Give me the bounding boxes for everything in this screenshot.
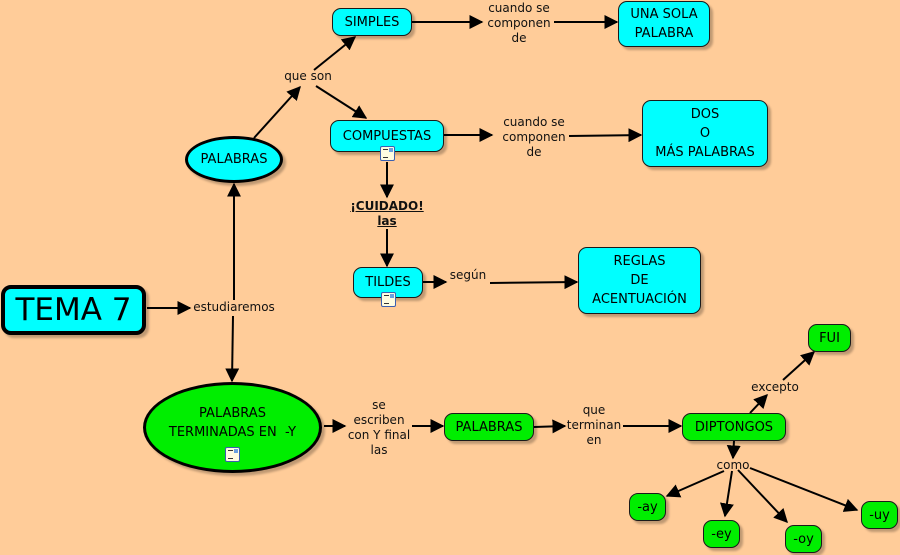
node-una-sola-line-2: PALABRA: [634, 26, 694, 41]
note-icon[interactable]: [381, 292, 396, 307]
link-como-uy: [749, 467, 859, 512]
link-excepto-fui: [782, 351, 816, 381]
node-reglas-de-acentuacion[interactable]: REGLAS DE ACENTUACIÓN: [578, 247, 701, 314]
link-label-segun-text: según: [449, 268, 487, 282]
link-cuando-dosomas: [568, 128, 643, 143]
node-una-sola-palabra[interactable]: UNA SOLA PALABRA: [618, 1, 710, 47]
link-label-como: como: [713, 458, 753, 473]
node-una-sola-line-1: UNA SOLA: [630, 7, 698, 22]
link-line: de: [526, 145, 542, 159]
link-line: que: [582, 403, 606, 417]
node-tema-7[interactable]: TEMA 7: [1, 285, 146, 335]
link-label-excepto: excepto: [748, 380, 802, 395]
note-icon[interactable]: [225, 447, 240, 462]
link-label-cuando-2: cuando se componen de: [498, 115, 570, 160]
link-line: cuando se: [503, 115, 565, 129]
link-line: las: [377, 214, 397, 228]
link-label-estudiaremos-text: estudiaremos: [193, 300, 275, 314]
link-line: con Y final: [347, 428, 411, 442]
link-line: componen: [502, 130, 566, 144]
node-diptongos[interactable]: DIPTONGOS: [682, 413, 786, 441]
link-como-oy: [737, 469, 788, 524]
node-diptongos-text: DIPTONGOS: [694, 419, 774, 435]
node-palabras-oval[interactable]: PALABRAS: [185, 136, 283, 183]
link-label-se-escriben: se escriben con Y final las: [346, 398, 412, 458]
link-palabras-queterminan: [533, 419, 567, 434]
link-label-como-text: como: [716, 458, 750, 472]
node-compuestas-text: COMPUESTAS: [342, 128, 432, 144]
link-como-ay: [665, 470, 725, 498]
link-label-segun: según: [448, 268, 488, 283]
node-ay-text: -ay: [637, 499, 658, 515]
node-ey-text: -ey: [711, 526, 732, 542]
node-fui[interactable]: FUI: [808, 324, 851, 352]
link-line: de: [511, 31, 527, 45]
link-queson-simples: [313, 36, 357, 71]
node-reglas-line-3: ACENTUACIÓN: [592, 292, 687, 307]
node-dos-line-3: MÁS PALABRAS: [655, 145, 755, 160]
node-uy-text: -uy: [869, 507, 890, 523]
node-dos-line-2: O: [699, 126, 711, 141]
node-uy[interactable]: -uy: [861, 501, 898, 529]
note-icon[interactable]: [380, 146, 395, 161]
node-tema-7-text: TEMA 7: [15, 291, 132, 328]
link-line: en: [586, 433, 602, 447]
link-line: escriben: [353, 413, 405, 427]
node-oy[interactable]: -oy: [785, 525, 822, 553]
link-line: ¡CUIDADO!: [350, 199, 424, 213]
link-label-estudiaremos: estudiaremos: [192, 300, 276, 315]
link-label-cuidado: ¡CUIDADO! las: [345, 199, 429, 229]
link-diptongos-excepto: [749, 393, 768, 414]
node-palabras-green[interactable]: PALABRAS: [444, 413, 534, 441]
link-label-que-son: que son: [280, 69, 336, 84]
link-line: componen: [487, 16, 551, 30]
link-label-cuando-1: cuando se componen de: [484, 1, 554, 46]
link-segun-reglas: [489, 275, 579, 290]
link-label-excepto-text: excepto: [751, 380, 799, 394]
node-fui-text: FUI: [819, 330, 840, 346]
node-ey[interactable]: -ey: [703, 520, 740, 548]
node-simples-text: SIMPLES: [344, 14, 400, 30]
node-reglas-line-2: DE: [630, 273, 649, 288]
link-label-que-terminan: que terminan en: [565, 403, 623, 448]
link-palabras-queson: [253, 85, 301, 139]
node-dos-line-1: DOS: [690, 107, 720, 122]
node-ay[interactable]: -ay: [629, 493, 666, 521]
node-palabras-green-text: PALABRAS: [455, 419, 523, 435]
node-tildes-text: TILDES: [365, 275, 411, 290]
node-reglas-line-1: REGLAS: [613, 254, 666, 269]
link-queson-compuestas: [315, 85, 368, 119]
link-como-ey: [720, 470, 734, 518]
link-line: cuando se: [488, 1, 550, 15]
node-simples[interactable]: SIMPLES: [332, 8, 412, 36]
node-palabras-oval-text: PALABRAS: [200, 152, 268, 167]
node-dos-o-mas-palabras[interactable]: DOS O MÁS PALABRAS: [642, 100, 768, 167]
link-label-que-son-text: que son: [284, 69, 332, 83]
node-terminadas-line-1: PALABRAS: [199, 405, 266, 421]
link-line: las: [370, 443, 388, 457]
link-estudiaremos-terminadas: [225, 315, 240, 383]
node-oy-text: -oy: [793, 531, 814, 547]
link-diptongos-como: [726, 440, 741, 460]
link-line: se: [372, 398, 386, 412]
node-terminadas-line-2: TERMINADAS EN -Y: [168, 424, 297, 440]
link-line: terminan: [566, 418, 622, 432]
